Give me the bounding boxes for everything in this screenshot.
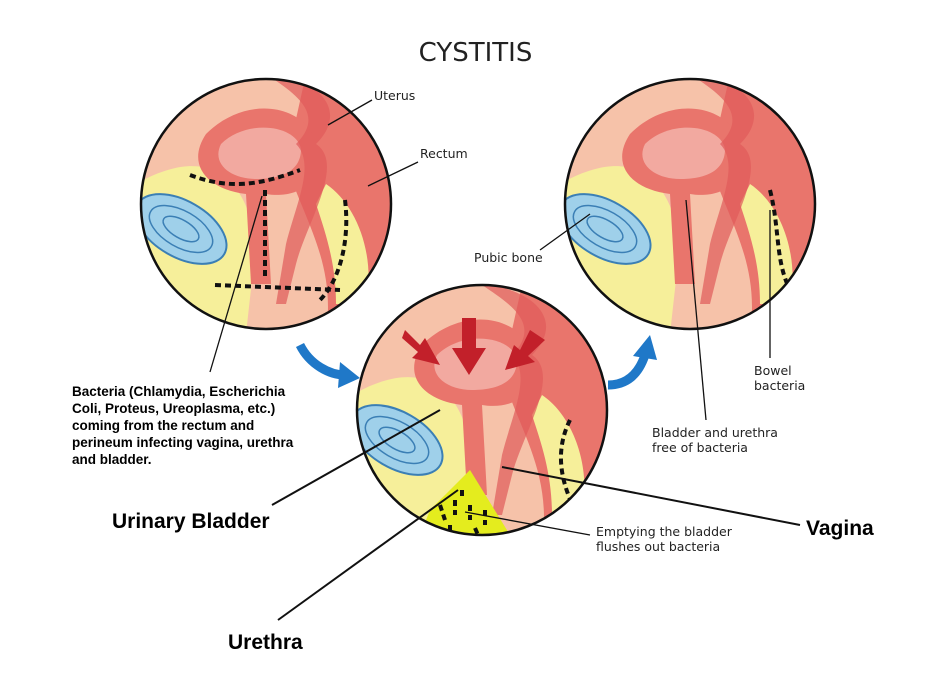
- desc-line: perineum infecting vagina, urethra: [72, 435, 294, 450]
- label-line: Bladder and urethra: [652, 425, 778, 440]
- label-urethra: Urethra: [228, 631, 303, 654]
- label-line: Bowel: [754, 363, 792, 378]
- desc-line: coming from the rectum and: [72, 418, 255, 433]
- infected-anatomy-circle: [141, 79, 391, 329]
- label-bowel-bacteria: Bowel bacteria: [754, 363, 805, 393]
- page-title: CYSTITIS: [418, 38, 533, 68]
- label-urinary-bladder: Urinary Bladder: [112, 510, 270, 533]
- label-pubic-bone: Pubic bone: [474, 250, 543, 265]
- label-rectum: Rectum: [420, 146, 468, 161]
- pressure-arrows: [402, 318, 545, 375]
- desc-line: Coli, Proteus, Ureoplasma, etc.): [72, 401, 276, 416]
- label-line: Emptying the bladder: [596, 524, 732, 539]
- desc-line: Bacteria (Chlamydia, Escherichia: [72, 384, 286, 399]
- flow-arrow-right-icon: [607, 353, 650, 390]
- label-bladder-free: Bladder and urethra free of bacteria: [652, 425, 778, 455]
- label-line: free of bacteria: [652, 440, 748, 455]
- bacteria-description: Bacteria (Chlamydia, Escherichia Coli, P…: [72, 383, 332, 468]
- label-emptying: Emptying the bladder flushes out bacteri…: [596, 524, 732, 554]
- label-uterus: Uterus: [374, 88, 416, 103]
- desc-line: and bladder.: [72, 452, 152, 467]
- label-vagina: Vagina: [806, 517, 874, 540]
- flow-arrow-left-icon: [295, 342, 346, 380]
- label-line: flushes out bacteria: [596, 539, 721, 554]
- label-line: bacteria: [754, 378, 806, 393]
- clean-anatomy-circle: [565, 79, 815, 329]
